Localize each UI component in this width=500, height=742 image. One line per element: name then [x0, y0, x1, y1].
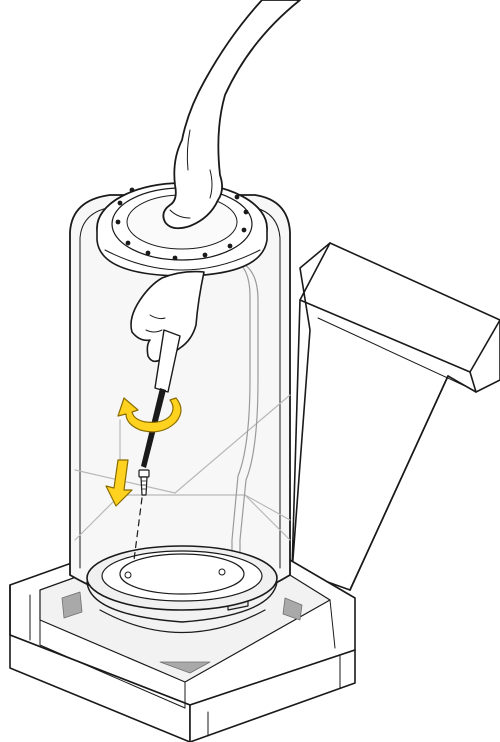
box-lid	[292, 243, 500, 590]
